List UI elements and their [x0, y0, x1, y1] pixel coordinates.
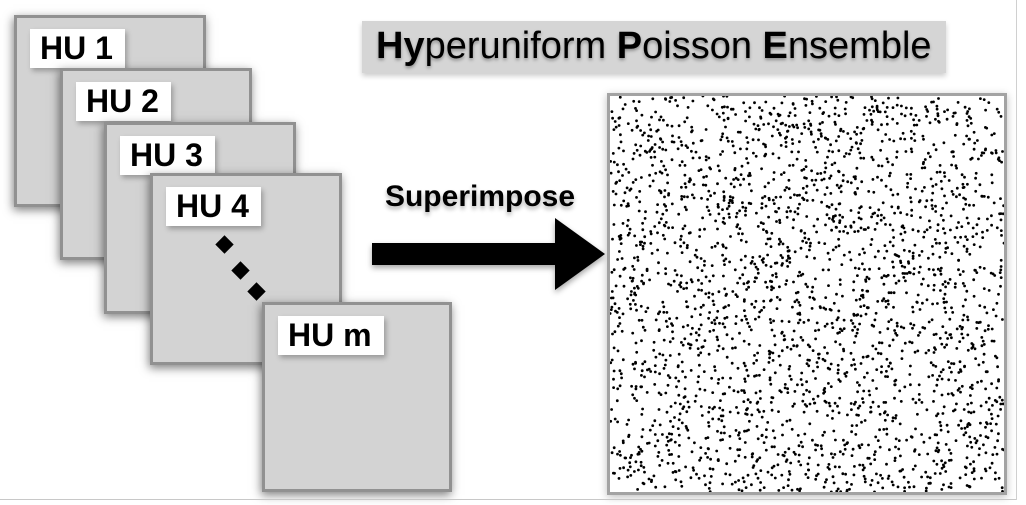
title-part-1-bold: Hy [376, 25, 425, 67]
arrow-right-icon [372, 218, 605, 290]
point-pattern-svg [610, 96, 1004, 492]
hu-square-3-label: HU 3 [120, 136, 215, 175]
title-part-3: Ensemble [763, 25, 932, 67]
hu-square-4-label: HU 4 [166, 187, 261, 226]
title-part-3-bold: E [762, 25, 788, 67]
slide-edge-right [1016, 0, 1017, 500]
hu-square-1-label: HU 1 [30, 29, 125, 68]
hu-square-m-label: HU m [278, 316, 384, 355]
title-part-2-regular: oisson [642, 25, 752, 67]
title-part-1-regular: peruniform [424, 25, 607, 67]
title-part-2-bold: P [616, 25, 643, 67]
page-title: Hyperuniform Poisson Ensemble [362, 21, 946, 73]
point-pattern-panel [607, 93, 1007, 495]
title-part-3-regular: nsemble [787, 25, 932, 67]
title-part-2: Poisson [617, 25, 752, 67]
title-part-1: Hyperuniform [376, 25, 606, 67]
slide-edge-bottom [0, 499, 1017, 500]
superimpose-label: Superimpose [384, 180, 576, 213]
hu-square-2-label: HU 2 [76, 82, 171, 121]
hu-square-m: HU m [262, 302, 452, 492]
arrow-right-shape [372, 218, 605, 290]
